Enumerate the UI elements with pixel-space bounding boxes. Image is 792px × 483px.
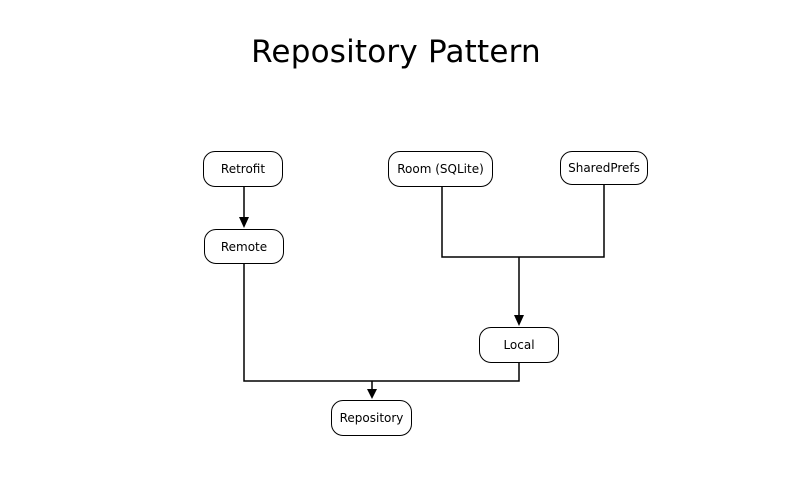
node-sharedprefs: SharedPrefs [560,151,648,185]
edge-room-local [441,187,519,258]
node-repository: Repository [331,400,412,436]
node-room-sqlite-label: Room (SQLite) [397,162,484,176]
arrowhead-remote [239,217,249,228]
node-room-sqlite: Room (SQLite) [388,151,493,187]
node-remote-label: Remote [220,239,268,254]
node-remote: Remote [204,229,284,264]
node-sharedprefs-label: SharedPrefs [568,161,640,175]
edge-local-repository [372,363,520,382]
edge-remote-repository [243,264,372,382]
node-retrofit-label: Retrofit [220,162,266,176]
node-repository-label: Repository [339,411,404,425]
node-local-label: Local [503,338,535,352]
diagram-title: Repository Pattern [251,34,541,70]
node-retrofit: Retrofit [203,151,283,187]
edge-sharedprefs-local [519,185,605,258]
arrowhead-repository [367,389,377,399]
arrowhead-local [514,315,524,326]
node-local: Local [479,327,559,363]
